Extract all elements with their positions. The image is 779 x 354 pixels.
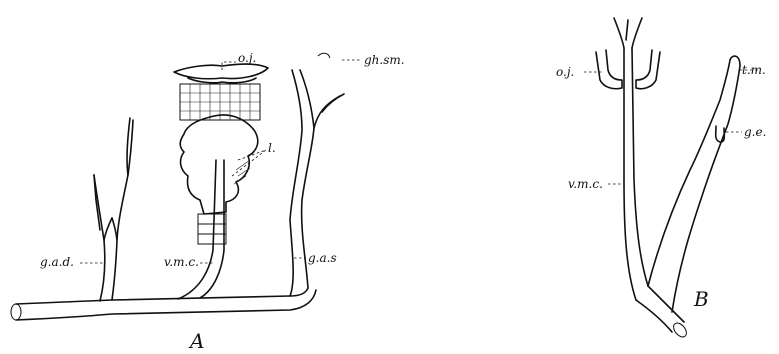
label-b-oj: o.j. xyxy=(556,65,574,79)
figure-b-right-vessel xyxy=(648,56,740,312)
figure-b: o.j. t.m. g.e. v.m.c. B xyxy=(556,18,766,339)
figure-a-gland xyxy=(180,115,258,244)
figure-b-oj-cup xyxy=(596,50,660,89)
panel-label-b: B xyxy=(693,287,709,311)
figure-a-middle-vessel xyxy=(178,160,224,299)
label-a-l: l. xyxy=(268,141,276,155)
label-a-gad: g.a.d. xyxy=(40,255,74,269)
figure-a-left-vessel xyxy=(94,118,133,301)
figure-a-hatched-block xyxy=(180,84,260,120)
figure-b-main-vessel xyxy=(614,18,689,339)
figure-a-oj-cap xyxy=(174,64,268,83)
label-a-gas: g.a.s xyxy=(308,251,337,265)
label-a-ghsm: gh.sm. xyxy=(364,53,405,67)
label-a-oj: o.j. xyxy=(238,51,256,65)
label-b-tm: t.m. xyxy=(742,63,766,77)
label-b-ge: g.e. xyxy=(744,125,766,139)
leader-a-l xyxy=(232,150,266,176)
panel-label-a: A xyxy=(188,329,204,353)
label-a-vmc: v.m.c. xyxy=(164,255,199,269)
label-b-vmc: v.m.c. xyxy=(568,177,603,191)
figure-a-trunk xyxy=(11,288,316,320)
figure-a: o.j. gh.sm. l. g.a.d. v.m.c. g.a.s A xyxy=(11,51,405,353)
